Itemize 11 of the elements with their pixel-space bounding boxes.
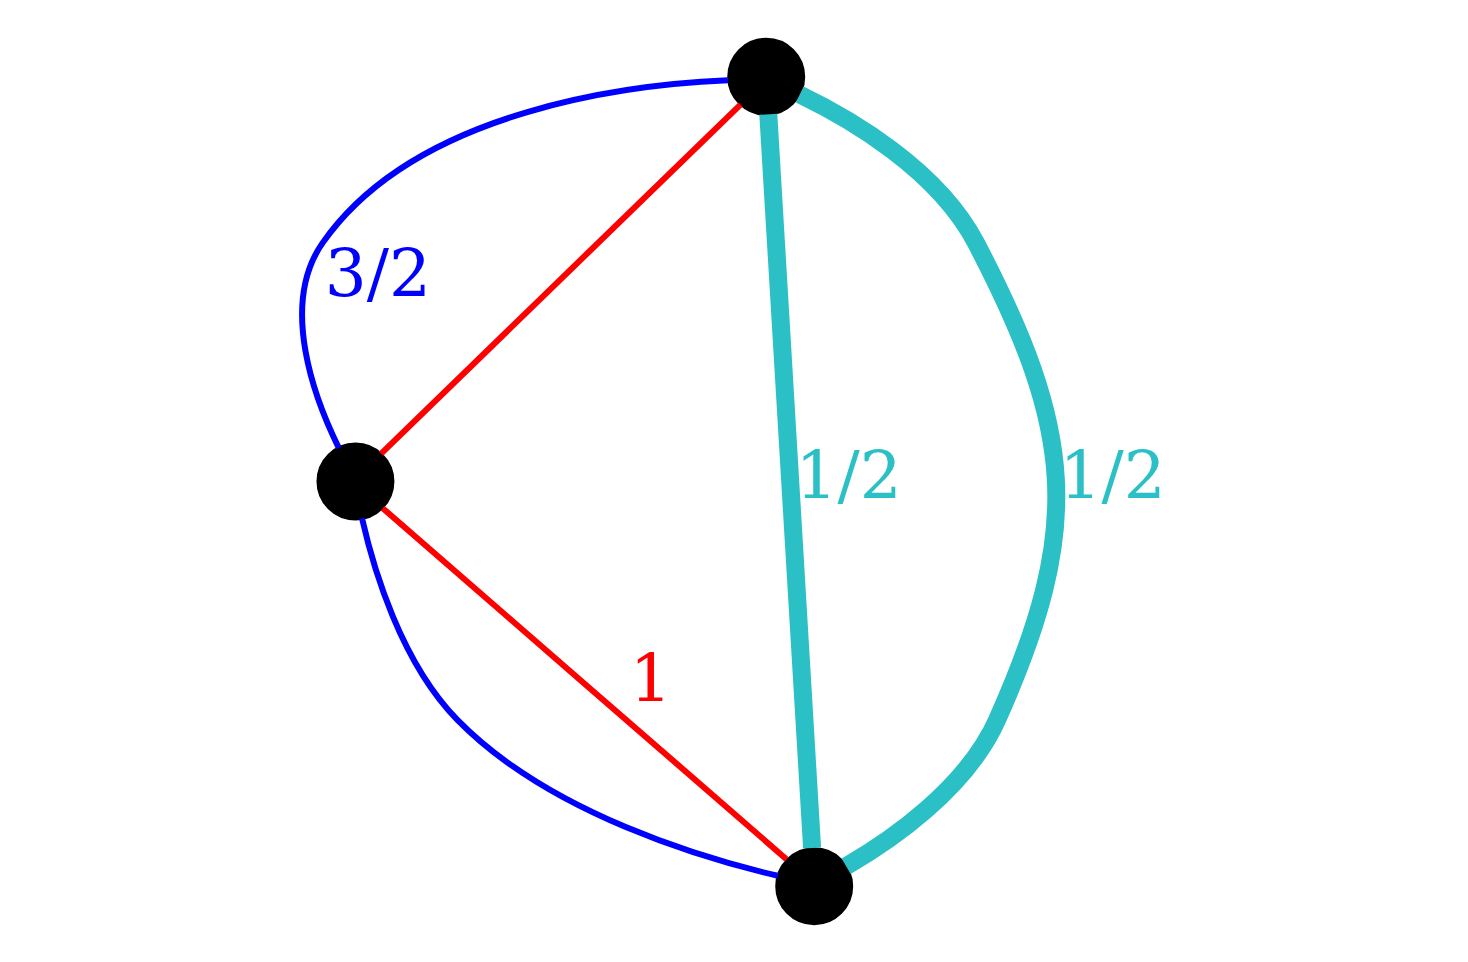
connector	[758, 113, 821, 849]
node-circle	[726, 37, 805, 116]
node-circle	[315, 442, 394, 520]
edge-label: 1/2	[795, 436, 902, 514]
edge-label: 1/2	[1058, 436, 1166, 514]
node-circle	[774, 846, 853, 925]
edge-label: 3/2	[324, 234, 431, 312]
connector	[298, 76, 728, 449]
edge-label: 1	[629, 639, 672, 717]
connector	[795, 85, 1065, 874]
connector	[378, 102, 743, 456]
